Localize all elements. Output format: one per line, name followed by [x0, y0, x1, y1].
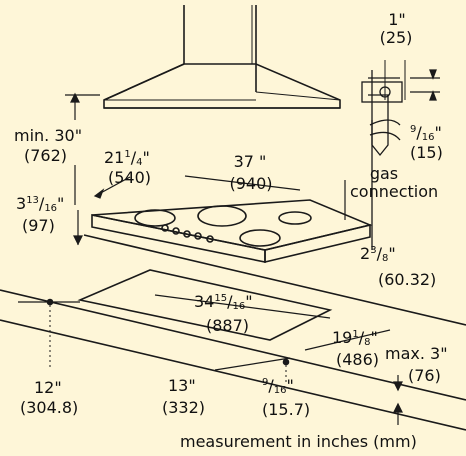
hood-gap-inch: 1"	[388, 10, 406, 29]
cutout-depth-mm: (486)	[336, 350, 380, 369]
hood-height-inch: min. 30"	[14, 126, 83, 145]
counter-thickness-mm: (76)	[408, 366, 441, 385]
countertop-dimensions	[18, 294, 403, 425]
gas-offset-inch: 9/16"	[262, 376, 294, 396]
gas-label-line1: gas	[369, 164, 399, 183]
gas-pipe-detail	[361, 60, 440, 250]
cooktop-width-mm: (940)	[229, 174, 273, 193]
cutout-offset-inch: 13"	[168, 376, 196, 395]
cooktop-width-inch: 37 "	[233, 152, 267, 171]
gas-label-line2: connection	[350, 182, 439, 201]
countertop	[0, 234, 466, 431]
reference-points	[46, 298, 290, 385]
cooktop-dimensions	[73, 175, 346, 246]
footer-note: measurement in inches (mm)	[180, 432, 417, 451]
pipe-offset-inch: 9/16"	[410, 123, 442, 143]
cooktop-height-mm: (97)	[22, 216, 55, 235]
cooktop-depth-mm: (540)	[108, 168, 152, 187]
range-hood	[103, 63, 341, 109]
counter-thickness-inch: max. 3"	[385, 344, 448, 363]
hood-chimney	[183, 5, 257, 64]
cooktop-depth-inch: 211/4"	[104, 148, 150, 168]
pipe-offset-mm: (15)	[410, 143, 443, 162]
hood-height-dimension	[65, 92, 100, 205]
cooktop	[91, 199, 373, 264]
cutout-depth-inch: 191/8"	[332, 328, 378, 348]
counter-front-inch: 23/8"	[360, 244, 396, 264]
cooktop-height-inch: 313/16"	[16, 194, 65, 214]
left-offset-mm: (304.8)	[20, 398, 79, 417]
cutout-width-inch: 3415/16"	[194, 292, 253, 312]
cutout-offset-mm: (332)	[162, 398, 206, 417]
counter-front-mm: (60.32)	[378, 270, 437, 289]
hood-height-mm: (762)	[24, 146, 68, 165]
gas-offset-mm: (15.7)	[262, 400, 311, 419]
cutout-width-mm: (887)	[206, 316, 250, 335]
left-offset-inch: 12"	[34, 378, 62, 397]
hood-gap-mm: (25)	[379, 28, 413, 47]
